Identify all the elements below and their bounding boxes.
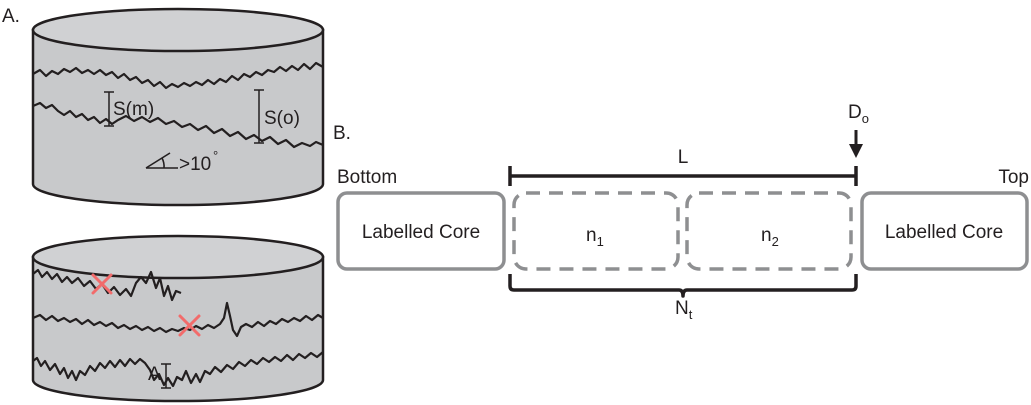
spacing-bar-so <box>254 89 264 144</box>
label-sm: S(m) <box>113 99 154 120</box>
bracket-nt <box>508 274 858 298</box>
depth-marker-arrow-icon <box>849 130 863 158</box>
unlabelled-segment-n2 <box>685 191 853 271</box>
reject-x-mark-1 <box>91 273 113 295</box>
dip-angle-icon <box>145 152 178 169</box>
length-bar-l <box>508 166 858 186</box>
fracture-trace-upper <box>32 61 324 90</box>
core-bottom-face <box>31 234 325 280</box>
label-total-nt: Nt <box>675 298 693 322</box>
labelled-core-box-right <box>860 191 1029 271</box>
labelled-core-left-label: Labelled Core <box>362 222 480 243</box>
label-top: Top <box>998 167 1029 188</box>
reject-x-mark-2 <box>178 314 201 337</box>
label-n2: n2 <box>761 225 779 249</box>
degree-symbol: ° <box>213 148 218 163</box>
core-top-face <box>31 7 325 53</box>
spacing-bar-sm <box>104 91 114 127</box>
amplitude-bar-a <box>161 363 171 389</box>
fracture-trace-rejected-1 <box>32 268 182 302</box>
label-length-l: L <box>678 147 689 168</box>
label-amplitude-a: A <box>148 364 161 385</box>
label-so: S(o) <box>264 108 300 129</box>
label-depth-do: Do <box>848 102 869 126</box>
panel-a-label: A. <box>2 6 20 27</box>
fracture-trace-lower <box>32 101 324 149</box>
panel-b-label: B. <box>333 123 351 144</box>
unlabelled-segment-n1 <box>512 191 680 271</box>
label-bottom: Bottom <box>337 167 397 188</box>
core-cylinder-top: S(m) S(o) >10 ° <box>31 7 325 207</box>
labelled-core-right-label: Labelled Core <box>885 222 1003 243</box>
label-dip-angle: >10 <box>179 154 211 175</box>
core-cylinder-bottom: A <box>31 234 325 403</box>
labelled-core-box-left <box>336 191 506 271</box>
core-bottom-body <box>31 255 325 403</box>
label-n1: n1 <box>586 225 604 249</box>
